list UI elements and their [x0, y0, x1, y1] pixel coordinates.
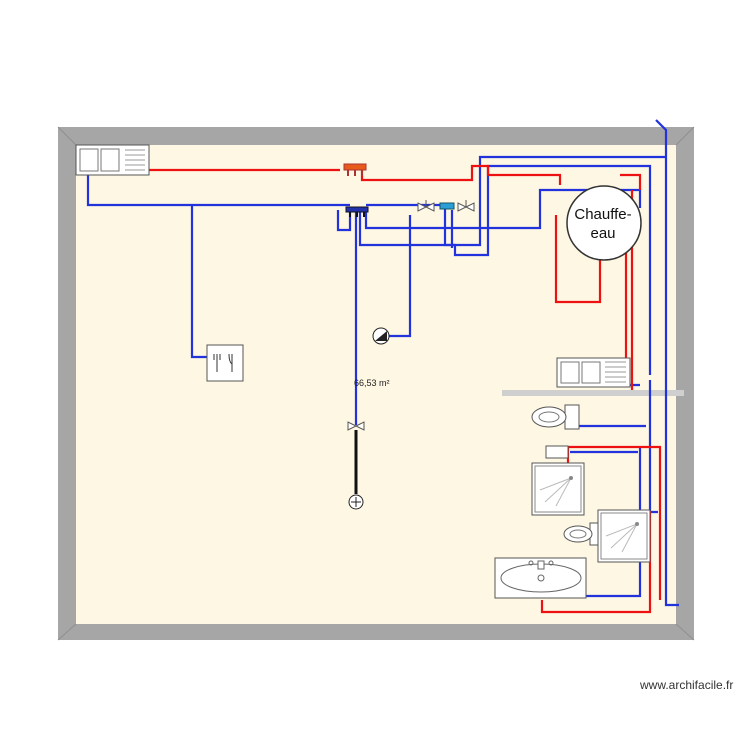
hot-water-manifold-icon: [343, 163, 367, 176]
valve-icon: [347, 421, 365, 431]
room-area-label: 66,53 m²: [354, 378, 390, 388]
interior-partition: [502, 390, 684, 396]
pressure-reducer-icon: [439, 202, 455, 210]
tap-icon: [545, 445, 569, 459]
dishwasher-icon: [206, 344, 244, 382]
valve-icon: [417, 200, 435, 212]
kitchen-sink-icon: [75, 144, 150, 176]
water-meter-icon: [372, 327, 390, 345]
washbasin-icon: [494, 557, 587, 599]
water-heater-label: Chauffe-: [574, 206, 631, 223]
watermark: www.archifacile.fr: [640, 678, 734, 692]
water-inlet-icon: [348, 494, 364, 510]
shower-icon: [597, 509, 651, 563]
water-heater-label-2: eau: [590, 225, 615, 242]
double-sink-icon: [556, 357, 631, 388]
water-heater-icon: Chauffe- eau: [566, 185, 642, 261]
valve-icon: [457, 200, 475, 212]
cold-water-manifold-icon: [345, 206, 369, 217]
shower-icon: [531, 462, 585, 516]
toilet-icon: [531, 404, 580, 430]
